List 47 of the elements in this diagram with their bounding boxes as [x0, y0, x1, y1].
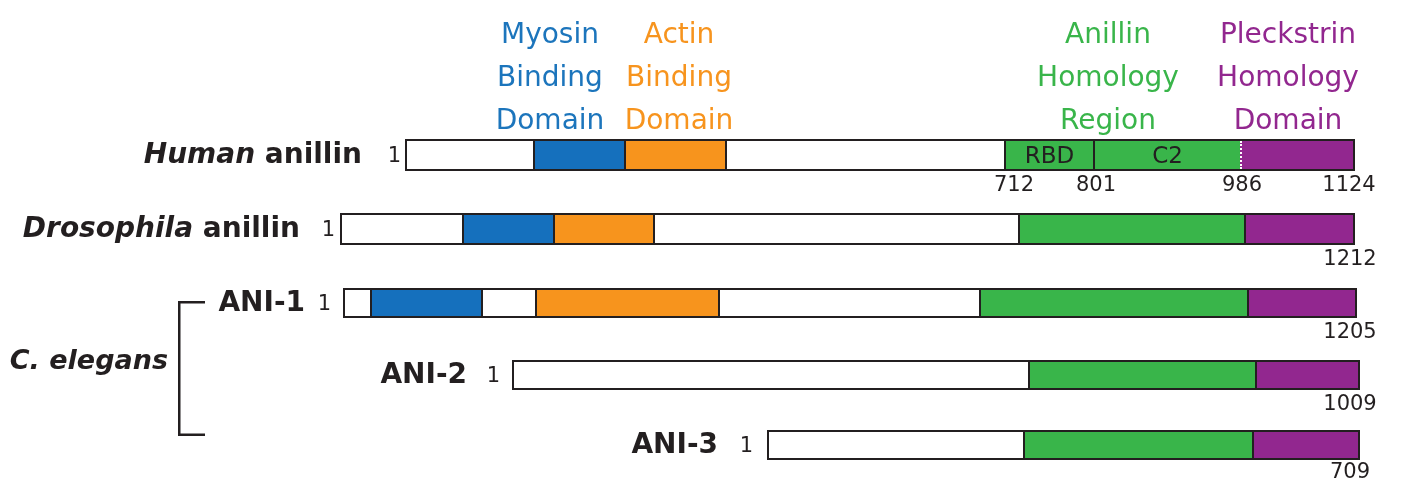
species-label: C. elegans: [9, 344, 168, 376]
domain-label: Myosin Binding Domain: [495, 16, 605, 138]
protein-bar: [767, 430, 1360, 460]
protein-bar: [512, 360, 1360, 390]
domain-segment: [1018, 215, 1244, 243]
residue-number: 1: [739, 433, 753, 457]
residue-number: 712: [993, 176, 1035, 193]
protein-bar: [405, 139, 1355, 171]
domain-segment: [1093, 141, 1240, 169]
domain-segment: [1023, 432, 1252, 458]
residue-number: 801: [1075, 176, 1117, 193]
protein-name: Drosophila anillin: [22, 212, 300, 244]
protein-name: Human anillin: [143, 138, 362, 170]
residue-number: 1205: [1323, 323, 1377, 340]
segment-label: C2: [1152, 142, 1183, 168]
domain-segment: [1244, 215, 1353, 243]
domain-label: Actin Binding Domain: [624, 16, 734, 138]
segment-label: RBD: [1024, 142, 1075, 168]
protein-name: ANI-1: [218, 286, 305, 318]
protein-name: ANI-2: [380, 358, 467, 390]
protein-bar: [343, 288, 1357, 318]
domain-segment: [370, 290, 483, 316]
residue-number: 1009: [1323, 395, 1377, 412]
residue-number: 986: [1221, 176, 1263, 193]
domain-segment: [1004, 141, 1093, 169]
residue-number: 1124: [1322, 176, 1376, 193]
domain-segment: [535, 290, 720, 316]
domain-segment: [1240, 141, 1353, 169]
domain-segment: [533, 141, 624, 169]
residue-number: 1212: [1323, 250, 1377, 267]
residue-number: 1: [321, 217, 335, 241]
domain-segment: [1028, 362, 1255, 388]
domain-segment: [1255, 362, 1358, 388]
protein-bar: [340, 213, 1355, 245]
domain-segment: [1247, 290, 1355, 316]
protein-name: ANI-3: [631, 428, 718, 460]
domain-segment: [553, 215, 655, 243]
domain-segment: [624, 141, 727, 169]
residue-number: 1: [486, 363, 500, 387]
domain-label: Anillin Homology Region: [1037, 16, 1179, 138]
residue-number: 1: [387, 143, 401, 167]
domain-segment: [1252, 432, 1358, 458]
domain-label: Pleckstrin Homology Domain: [1217, 16, 1359, 138]
domain-segment: [979, 290, 1247, 316]
residue-number: 1: [317, 291, 331, 315]
residue-number: 709: [1329, 463, 1371, 480]
domain-segment: [462, 215, 553, 243]
